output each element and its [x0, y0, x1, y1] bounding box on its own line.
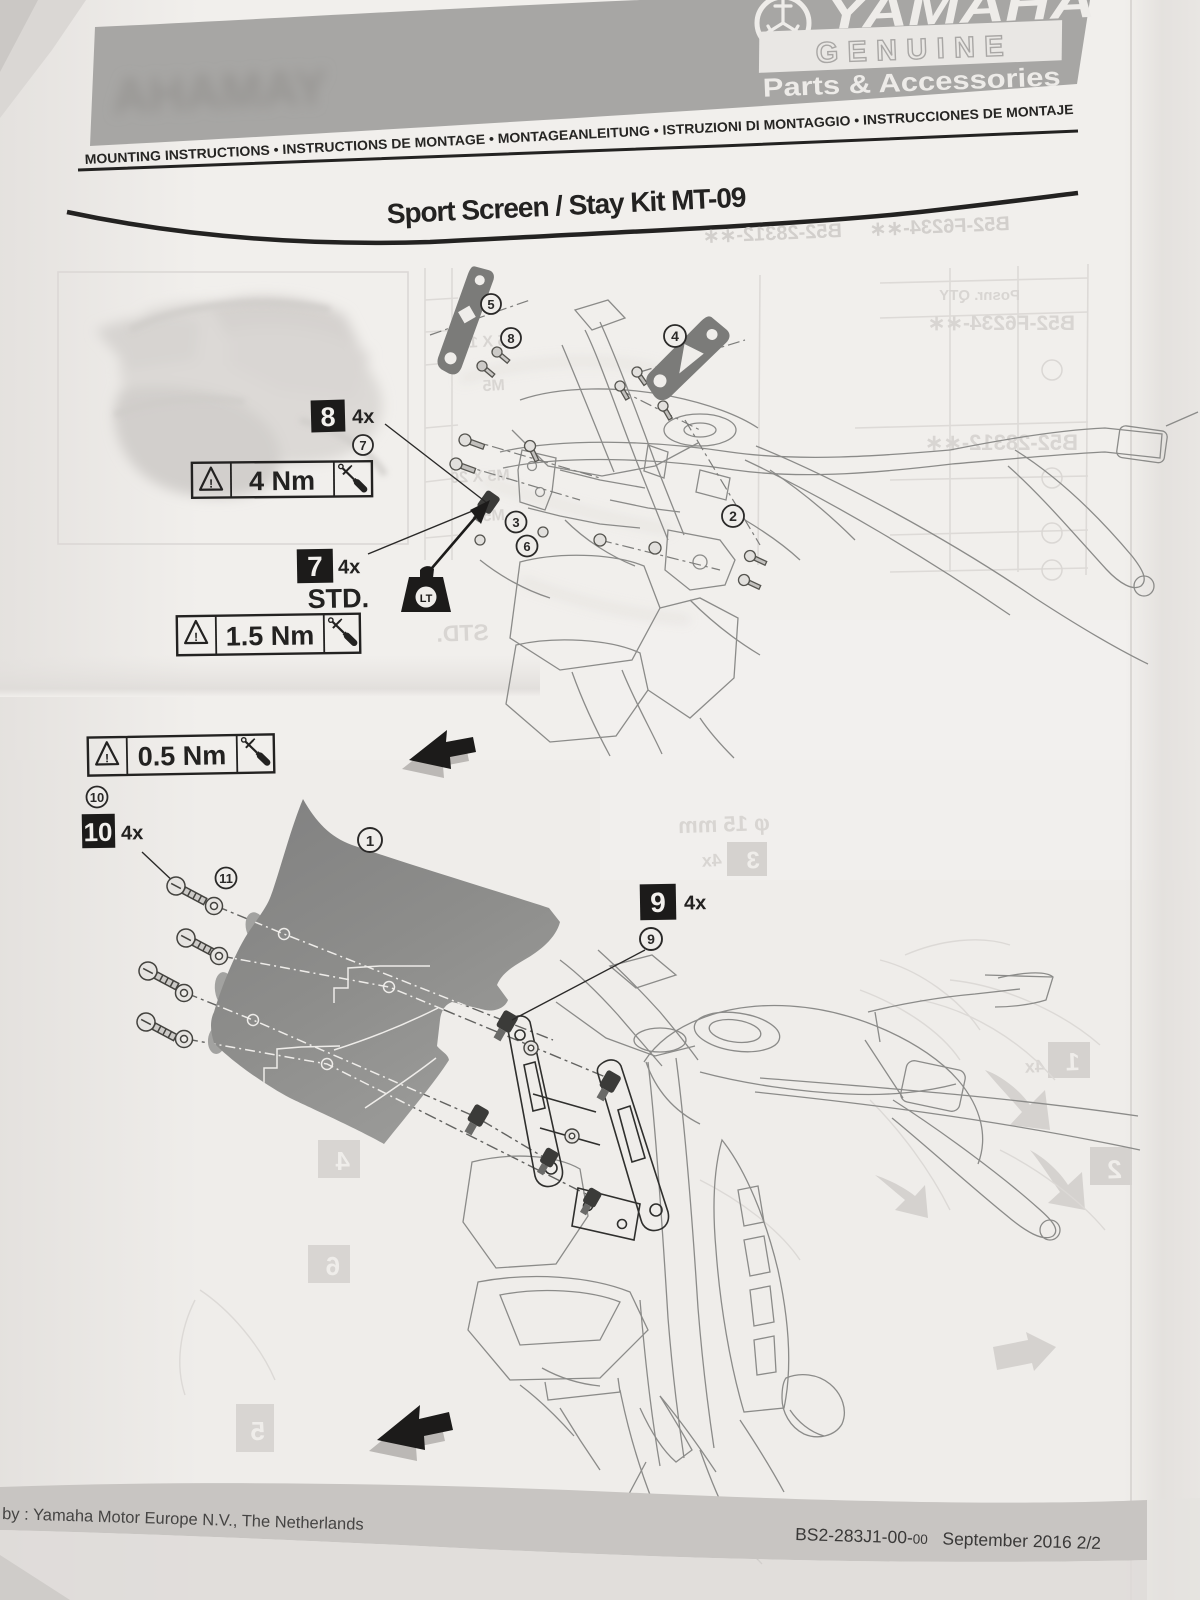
svg-text:!: !	[194, 630, 198, 644]
svg-text:1: 1	[1065, 1048, 1080, 1076]
svg-text:5: 5	[487, 297, 494, 312]
svg-text:10: 10	[90, 790, 104, 805]
svg-text:10: 10	[83, 817, 112, 848]
svg-text:6: 6	[326, 1251, 340, 1281]
svg-text:2: 2	[729, 508, 737, 524]
svg-text:!: !	[105, 751, 109, 765]
svg-text:9: 9	[647, 931, 655, 947]
svg-text:3: 3	[512, 515, 519, 530]
svg-text:5: 5	[251, 1416, 265, 1446]
svg-text:4x: 4x	[121, 822, 144, 844]
svg-text:2: 2	[1107, 1154, 1123, 1184]
svg-text:8: 8	[507, 331, 514, 346]
svg-text:Posnr. QTY: Posnr. QTY	[939, 287, 1020, 304]
svg-text:1.5 Nm: 1.5 Nm	[226, 620, 315, 651]
svg-text:4: 4	[671, 328, 679, 344]
svg-text:7: 7	[307, 551, 323, 582]
svg-text:M5: M5	[482, 377, 505, 395]
svg-text:7: 7	[359, 438, 366, 453]
svg-text:8: 8	[320, 402, 336, 432]
svg-text:!: !	[209, 477, 213, 491]
svg-text:6: 6	[523, 539, 530, 554]
svg-text:4x: 4x	[352, 406, 375, 429]
svg-text:B52-28312-∗∗: B52-28312-∗∗	[925, 430, 1078, 455]
svg-text:4x: 4x	[701, 850, 722, 871]
svg-text:B52-F6234-∗∗: B52-F6234-∗∗	[928, 312, 1075, 335]
svg-text:11: 11	[219, 871, 233, 886]
svg-text:4x: 4x	[684, 892, 707, 914]
svg-text:9: 9	[650, 887, 666, 918]
svg-text:φ 15 mm: φ 15 mm	[678, 810, 770, 838]
svg-text:YAMAHA: YAMAHA	[111, 59, 328, 125]
svg-text:3: 3	[746, 847, 760, 874]
svg-text:1: 1	[366, 833, 374, 850]
svg-text:4x: 4x	[1024, 1056, 1045, 1077]
svg-text:STD.: STD.	[307, 583, 369, 614]
svg-text:0.5 Nm: 0.5 Nm	[137, 740, 226, 772]
svg-text:4x: 4x	[338, 556, 361, 578]
svg-text:4: 4	[335, 1146, 350, 1176]
svg-text:STD.: STD.	[436, 619, 489, 647]
svg-text:LT: LT	[420, 593, 433, 605]
svg-text:4 Nm: 4 Nm	[249, 466, 315, 497]
